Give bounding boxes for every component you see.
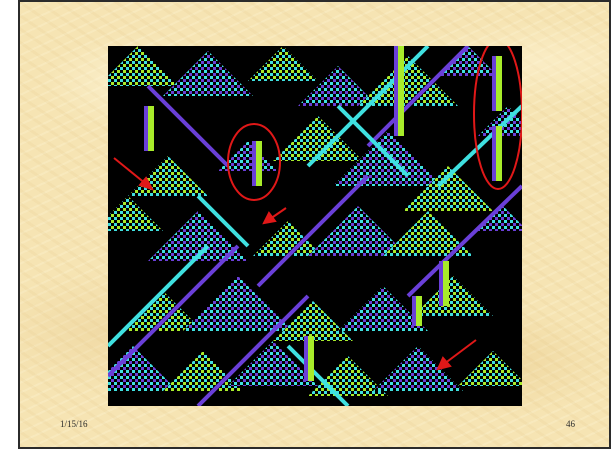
pattern-stalk <box>496 126 502 181</box>
pattern-stalk-edge <box>252 141 256 186</box>
pattern-stalk-edge <box>492 126 496 181</box>
pattern-stalk <box>256 141 262 186</box>
page-number: 46 <box>566 419 575 429</box>
pattern-stalk-edge <box>394 46 398 136</box>
pattern-stalk-edge <box>304 336 308 381</box>
pattern-stalk-edge <box>412 296 416 326</box>
pattern-stalk <box>443 261 449 306</box>
pattern-stalk-edge <box>492 56 496 111</box>
pattern-stalk <box>398 46 404 136</box>
footer-date: 1/15/16 <box>60 419 88 429</box>
pattern-stalk-edge <box>144 106 148 151</box>
slide: 1/15/16 46 <box>18 0 611 449</box>
cellular-automaton-image <box>108 46 522 406</box>
pattern-stalk <box>416 296 422 326</box>
pattern-stalk <box>308 336 314 381</box>
pattern-stalk <box>148 106 154 151</box>
pattern-stalk <box>496 56 502 111</box>
pattern-stalk-edge <box>439 261 443 306</box>
ca-svg <box>108 46 522 406</box>
